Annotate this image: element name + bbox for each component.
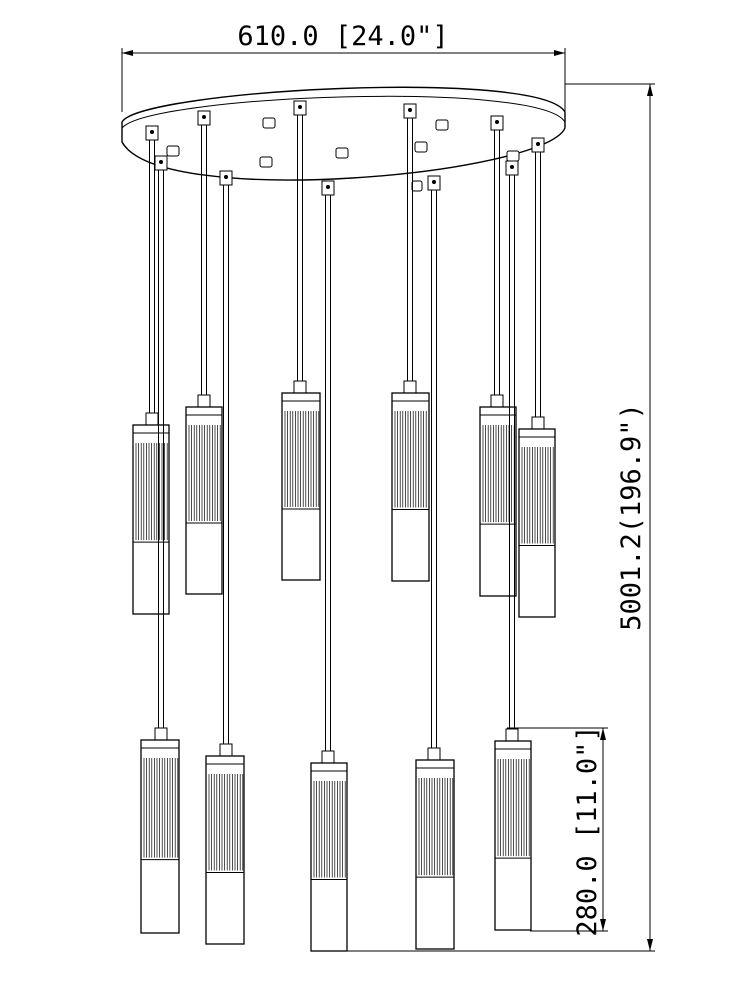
ribbed-diffuser: [497, 759, 530, 857]
pendant-dimension-label: 280.0 [11.0"]: [572, 725, 603, 936]
collar: [321, 750, 335, 764]
pendant-dimension: 280.0 [11.0"]: [507, 725, 608, 937]
collar: [197, 394, 211, 408]
width-dimension: 610.0 [24.0"]: [121, 21, 566, 112]
mount-screw: [408, 108, 412, 112]
ribbed-diffuser: [188, 425, 221, 521]
mount-screw: [510, 165, 514, 169]
pendant-lamp: [185, 110, 223, 595]
lamp-cylinder: [494, 740, 532, 931]
mount-screw: [224, 175, 228, 179]
collar: [531, 416, 545, 430]
pendant-lamp: [310, 180, 348, 952]
pendant-lamp: [479, 115, 517, 597]
pendant-lamp: [518, 137, 556, 618]
mount-screw: [326, 185, 330, 189]
pendant-lamp: [391, 103, 430, 582]
collar: [403, 380, 417, 394]
ribbed-diffuser: [208, 774, 244, 871]
pendant-group: [132, 100, 556, 952]
width-dimension-label: 610.0 [24.0"]: [237, 21, 448, 52]
ribbed-diffuser: [418, 778, 454, 876]
pendant-lamp: [494, 160, 532, 931]
collar: [505, 728, 519, 742]
collar: [490, 394, 504, 408]
collar: [154, 727, 168, 741]
ribbed-diffuser: [521, 447, 554, 544]
collar: [427, 747, 441, 761]
mount-screw: [298, 105, 302, 109]
ribbed-diffuser: [284, 411, 320, 507]
ribbed-diffuser: [394, 411, 427, 508]
mount-screw: [536, 142, 540, 146]
collar: [293, 380, 307, 394]
lamp-cylinder: [185, 406, 223, 595]
mount-screw: [495, 120, 499, 124]
collar: [219, 743, 233, 757]
height-dimension: 5001.2(196.9"): [345, 83, 655, 952]
canopy: [121, 86, 566, 192]
pendant-lamp: [281, 100, 321, 581]
canopy-screws: [166, 117, 520, 192]
collar: [145, 412, 159, 426]
height-dimension-label: 5001.2(196.9"): [616, 403, 647, 631]
mount-screw: [159, 160, 163, 164]
lamp-cylinder: [310, 762, 348, 952]
mount-screw: [150, 130, 154, 134]
mount-screw: [202, 115, 206, 119]
pendant-lamp: [205, 170, 245, 945]
pendant-lamp: [415, 175, 455, 950]
ribbed-diffuser: [143, 758, 179, 858]
ribbed-diffuser: [313, 781, 346, 878]
ribbed-diffuser: [135, 443, 168, 541]
pendant-lamp: [140, 155, 180, 934]
mount-screw: [432, 180, 436, 184]
lamp-cylinder: [518, 428, 556, 618]
